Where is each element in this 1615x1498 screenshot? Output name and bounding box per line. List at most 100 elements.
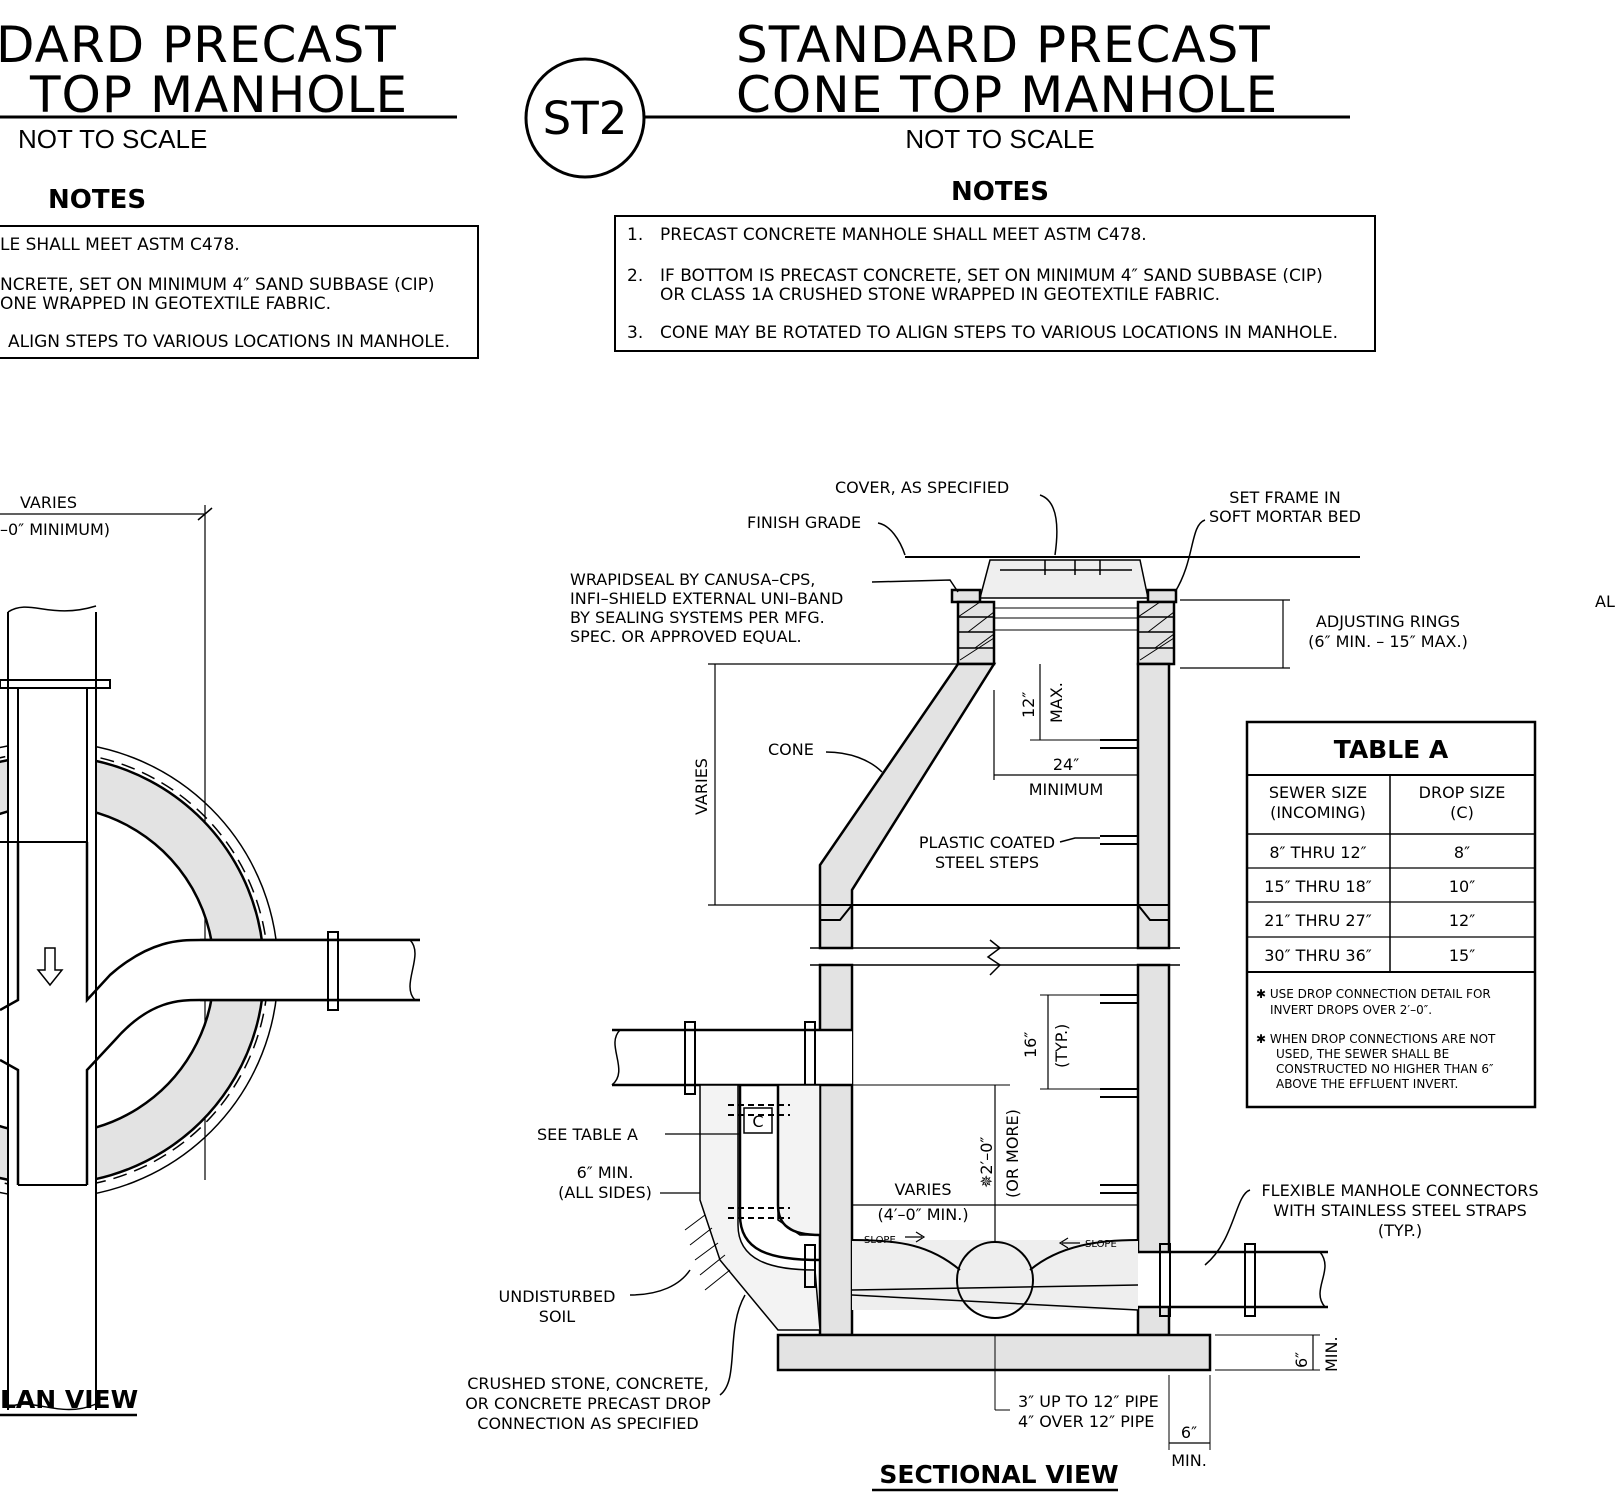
callout-undisturbed-1: UNDISTURBED [499, 1287, 616, 1306]
table-note-2b: USED, THE SEWER SHALL BE [1276, 1047, 1449, 1061]
table-note-1a: ✱ USE DROP CONNECTION DETAIL FOR [1256, 987, 1491, 1001]
callout-base-2: 4″ OVER 12″ PIPE [1018, 1412, 1154, 1431]
left-title-line1: DARD PRECAST [0, 16, 397, 74]
plan-dim-varies: VARIES [20, 493, 77, 512]
right-title-line1: STANDARD PRECAST [736, 16, 1271, 74]
plan-dim-minimum: –0″ MINIMUM) [0, 520, 110, 539]
left-note-2a: NCRETE, SET ON MINIMUM 4″ SAND SUBBASE (… [0, 275, 435, 295]
slope-right-label: SLOPE [1085, 1239, 1117, 1250]
right-notes-box [614, 215, 1376, 352]
callout-finish-grade: FINISH GRADE [747, 513, 861, 532]
note-2-text-line1: IF BOTTOM IS PRECAST CONCRETE, SET ON MI… [660, 266, 1323, 286]
callout-6-min-1: 6″ MIN. [577, 1163, 634, 1182]
dim-6-slab-min: MIN. [1322, 1336, 1341, 1372]
dim-varies-horizontal: VARIES [895, 1180, 952, 1199]
callout-cone: CONE [768, 740, 814, 759]
dim-max-label: MAX. [1047, 682, 1066, 723]
table-row-3-drop: 12″ [1449, 911, 1475, 930]
dim-16: 16″ [1021, 1032, 1040, 1058]
table-note-2a: ✱ WHEN DROP CONNECTIONS ARE NOT [1256, 1032, 1496, 1046]
table-note-1b: INVERT DROPS OVER 2′–0″. [1270, 1003, 1432, 1017]
note-1-number: 1. [627, 225, 643, 245]
slope-left-label: SLOPE [864, 1235, 896, 1246]
left-note-3: ALIGN STEPS TO VARIOUS LOCATIONS IN MANH… [8, 332, 450, 352]
sectional-view-drawing: COVER, AS SPECIFIED FINISH GRADE SET FRA… [465, 478, 1615, 1492]
callout-crushed-2: OR CONCRETE PRECAST DROP [465, 1394, 711, 1413]
dim-12-max: 12″ [1019, 692, 1038, 718]
right-title-line2: CONE TOP MANHOLE [736, 66, 1278, 124]
plan-view-label: LAN VIEW [0, 1385, 138, 1414]
dim-varies-vertical: VARIES [692, 758, 711, 815]
dim-or-more: (OR MORE) [1003, 1109, 1022, 1198]
callout-steps-1: PLASTIC COATED [919, 833, 1055, 852]
drop-size-c-label: C [752, 1112, 763, 1131]
callout-crushed-1: CRUSHED STONE, CONCRETE, [467, 1374, 709, 1393]
edge-cropped-text: AL [1595, 592, 1615, 611]
note-2-number: 2. [627, 266, 643, 286]
callout-crushed-3: CONNECTION AS SPECIFIED [477, 1414, 698, 1433]
note-3-text: CONE MAY BE ROTATED TO ALIGN STEPS TO VA… [660, 323, 1338, 343]
callout-base-1: 3″ UP TO 12″ PIPE [1018, 1392, 1159, 1411]
left-notes-box [0, 225, 479, 359]
callout-wrap-1: WRAPIDSEAL BY CANUSA–CPS, [570, 570, 815, 589]
table-col1-header-1: SEWER SIZE [1269, 783, 1367, 802]
callout-set-frame-1: SET FRAME IN [1229, 488, 1340, 507]
callout-adjusting-2: (6″ MIN. – 15″ MAX.) [1308, 632, 1468, 651]
left-scale-text: NOT TO SCALE [18, 124, 207, 154]
right-title-block: ST2 STANDARD PRECAST CONE TOP MANHOLE NO… [524, 16, 1376, 352]
table-row-3-sewer: 21″ THRU 27″ [1264, 911, 1372, 930]
dim-24: 24″ [1053, 755, 1079, 774]
manhole-steps [1100, 739, 1138, 1194]
table-col1-header-2: (INCOMING) [1270, 803, 1366, 822]
callout-wrap-3: BY SEALING SYSTEMS PER MFG. [570, 608, 825, 627]
plan-view-drawing: VARIES –0″ MINIMUM) LAN VIEW [0, 493, 420, 1420]
callout-cover: COVER, AS SPECIFIED [835, 478, 1009, 497]
callout-wrap-4: SPEC. OR APPROVED EQUAL. [570, 627, 802, 646]
table-row-1-sewer: 8″ THRU 12″ [1269, 843, 1366, 862]
table-row-1-drop: 8″ [1454, 843, 1470, 862]
leader-lines [629, 494, 1251, 1396]
dim-6-edge: 6″ [1181, 1423, 1197, 1442]
callout-wrap-2: INFI–SHIELD EXTERNAL UNI–BAND [570, 589, 843, 608]
dim-4ft-min: (4′–0″ MIN.) [877, 1205, 968, 1224]
left-title-block: DARD PRECAST TOP MANHOLE NOT TO SCALE NO… [0, 16, 479, 359]
table-row-2-drop: 10″ [1449, 877, 1475, 896]
right-notes-heading: NOTES [951, 177, 1049, 207]
dim-typ-label: (TYP.) [1052, 1024, 1071, 1068]
table-col2-header-1: DROP SIZE [1419, 783, 1506, 802]
note-3-number: 3. [627, 323, 643, 343]
detail-id: ST2 [543, 92, 628, 145]
table-row-2-sewer: 15″ THRU 18″ [1264, 877, 1372, 896]
note-1-text: PRECAST CONCRETE MANHOLE SHALL MEET ASTM… [660, 225, 1147, 245]
callout-6-min-2: (ALL SIDES) [558, 1183, 652, 1202]
callout-steps-2: STEEL STEPS [935, 853, 1039, 872]
drop-connection [611, 1021, 852, 1331]
table-row-4-drop: 15″ [1449, 946, 1475, 965]
dimension-lines [708, 599, 1320, 1450]
callout-set-frame-2: SOFT MORTAR BED [1209, 507, 1361, 526]
callout-flex-3: (TYP.) [1378, 1221, 1422, 1240]
note-2-text-line2: OR CLASS 1A CRUSHED STONE WRAPPED IN GEO… [660, 285, 1220, 305]
dim-6-edge-min: MIN. [1171, 1451, 1207, 1470]
right-scale-text: NOT TO SCALE [905, 124, 1094, 154]
callout-adjusting-1: ADJUSTING RINGS [1316, 612, 1460, 631]
table-a: TABLE A SEWER SIZE (INCOMING) DROP SIZE … [1245, 720, 1537, 1109]
sectional-view-label: SECTIONAL VIEW [879, 1460, 1118, 1489]
table-note-2c: CONSTRUCTED NO HIGHER THAN 6″ [1276, 1062, 1494, 1076]
callout-flex-1: FLEXIBLE MANHOLE CONNECTORS [1261, 1181, 1538, 1200]
outlet-pipe [1138, 1243, 1328, 1317]
dim-2ft: ✵2′–0″ [977, 1137, 996, 1188]
callout-undisturbed-2: SOIL [539, 1307, 575, 1326]
left-note-2b: ONE WRAPPED IN GEOTEXTILE FABRIC. [0, 294, 331, 314]
left-notes-heading: NOTES [48, 185, 146, 215]
left-title-line2: TOP MANHOLE [29, 66, 408, 124]
dim-minimum-label: MINIMUM [1029, 780, 1104, 799]
callout-see-table: SEE TABLE A [537, 1125, 638, 1144]
dim-6-slab: 6″ [1292, 1352, 1311, 1368]
table-note-2d: ABOVE THE EFFLUENT INVERT. [1276, 1077, 1458, 1091]
table-row-4-sewer: 30″ THRU 36″ [1264, 946, 1372, 965]
table-a-title: TABLE A [1334, 735, 1449, 764]
left-note-1: LE SHALL MEET ASTM C478. [0, 235, 240, 255]
table-col2-header-2: (C) [1450, 803, 1474, 822]
